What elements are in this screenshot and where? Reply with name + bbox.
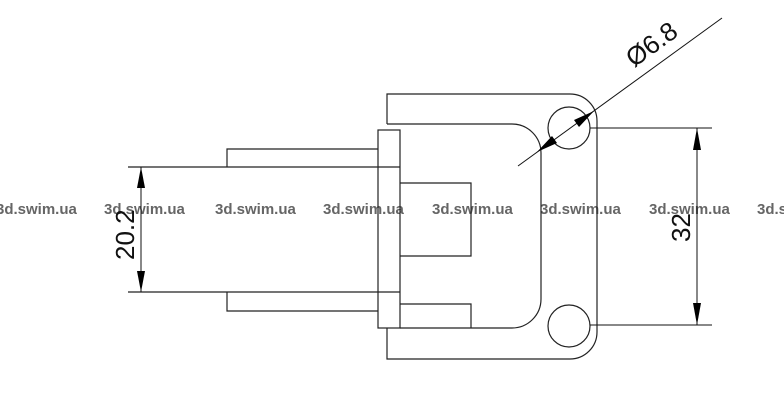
flange: [377, 129, 401, 329]
watermark: 3d.swim.ua: [432, 201, 514, 218]
watermark: 3d.swim.ua: [323, 201, 405, 218]
watermark: 3d.swim.ua: [215, 201, 297, 218]
watermarks: 3d.swim.ua 3d.swim.ua 3d.swim.ua 3d.swim…: [0, 201, 784, 218]
watermark: 3d.swim.ua: [0, 201, 78, 218]
watermark: 3d.swim.ua: [649, 201, 731, 218]
watermark: 3d.swim.ua: [104, 201, 186, 218]
upper-pipe: [128, 148, 400, 168]
stepped-block: [400, 182, 472, 257]
dimension-label: 20.2: [110, 209, 140, 260]
inner-contour: [387, 123, 542, 329]
dimension-label: Ø6.8: [620, 15, 683, 72]
dimension-label: 32: [666, 213, 696, 242]
watermark: 3d.swim.ua: [757, 201, 784, 218]
outer-contour: [386, 93, 598, 360]
mounting-hole-bottom: [547, 304, 591, 348]
lower-block: [400, 303, 472, 328]
dimension-hole-spacing: 32: [590, 127, 712, 326]
dimension-hole-diameter: Ø6.8: [517, 15, 723, 167]
dimension-pipe-spacing: 20.2: [110, 167, 145, 292]
watermark: 3d.swim.ua: [540, 201, 622, 218]
lower-pipe: [128, 291, 400, 312]
